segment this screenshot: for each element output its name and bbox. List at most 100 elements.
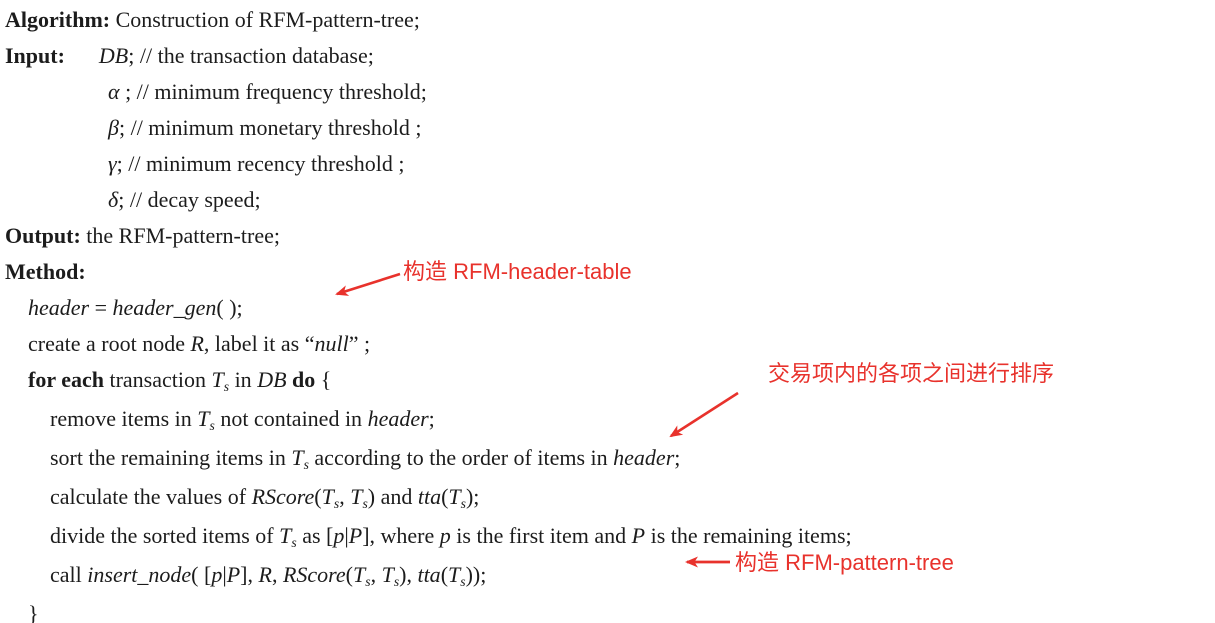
code-segment: ); bbox=[465, 484, 480, 509]
code-segment: P bbox=[631, 523, 646, 548]
code-segment: according to the order of items in bbox=[308, 445, 614, 470]
code-line: } bbox=[5, 596, 852, 623]
code-segment: s bbox=[223, 378, 230, 394]
code-segment: s bbox=[303, 456, 309, 472]
code-line: call insert_node( [p|P], R, RScore(Ts, T… bbox=[5, 557, 852, 596]
code-segment: T bbox=[448, 484, 461, 509]
code-line: calculate the values of RScore(Ts, Ts) a… bbox=[5, 479, 852, 518]
code-line: header = header_gen( ); bbox=[5, 290, 852, 326]
code-segment: tta bbox=[417, 484, 442, 509]
code-line: β; // minimum monetary threshold ; bbox=[5, 110, 852, 146]
code-segment: ( bbox=[441, 484, 449, 509]
code-segment: s bbox=[291, 534, 297, 550]
code-segment: ( [ bbox=[191, 562, 212, 587]
code-line: divide the sorted items of Ts as [p|P], … bbox=[5, 518, 852, 557]
code-segment: { bbox=[315, 367, 332, 392]
code-line: δ; // decay speed; bbox=[5, 182, 852, 218]
code-segment: the RFM-pattern-tree; bbox=[80, 223, 280, 248]
code-segment: not contained in bbox=[214, 406, 368, 431]
annotation-header-table-label: 构造 RFM-header-table bbox=[403, 259, 632, 284]
annotation-arrow-to-sort-line bbox=[669, 391, 739, 438]
code-segment: , label it as “ bbox=[203, 331, 315, 356]
code-segment: Method: bbox=[5, 259, 86, 284]
code-segment: T bbox=[350, 484, 363, 509]
code-segment: divide the sorted items of bbox=[50, 523, 280, 548]
code-segment: s bbox=[365, 573, 371, 589]
code-segment: sort the remaining items in bbox=[50, 445, 292, 470]
algorithm-pseudocode-block: Algorithm: Construction of RFM-pattern-t… bbox=[5, 2, 852, 623]
code-segment: } bbox=[28, 601, 39, 623]
code-segment: s bbox=[333, 495, 340, 511]
code-segment: R bbox=[258, 562, 272, 587]
code-segment: ) and bbox=[367, 484, 418, 509]
code-line: Algorithm: Construction of RFM-pattern-t… bbox=[5, 2, 852, 38]
code-segment: header bbox=[367, 406, 429, 431]
code-line: sort the remaining items in Ts according… bbox=[5, 440, 852, 479]
code-line: Input: DB; // the transaction database; bbox=[5, 38, 852, 74]
code-segment: δ bbox=[108, 187, 119, 212]
annotation-pattern-tree-label: 构造 RFM-pattern-tree bbox=[735, 550, 954, 575]
code-segment: α bbox=[108, 79, 120, 104]
code-segment: DB bbox=[257, 367, 287, 392]
code-segment: ; // minimum frequency threshold; bbox=[119, 79, 427, 104]
code-segment: P bbox=[348, 523, 363, 548]
code-segment: RScore bbox=[251, 484, 315, 509]
code-segment: p bbox=[333, 523, 345, 548]
code-segment: transaction bbox=[103, 367, 212, 392]
code-segment: tta bbox=[417, 562, 441, 587]
code-segment: s bbox=[393, 573, 400, 589]
annotation-sort-items-label: 交易项内的各项之间进行排序 bbox=[768, 361, 1055, 386]
code-segment: ( ); bbox=[216, 295, 243, 320]
code-segment: | bbox=[344, 523, 349, 548]
code-segment: ” ; bbox=[348, 331, 371, 356]
code-line: remove items in Ts not contained in head… bbox=[5, 401, 852, 440]
code-segment: γ bbox=[108, 151, 117, 176]
code-segment: )); bbox=[465, 562, 487, 587]
code-segment: insert_node bbox=[87, 562, 192, 587]
code-segment: for each bbox=[28, 367, 104, 392]
code-segment: s bbox=[460, 573, 466, 589]
code-segment: header bbox=[613, 445, 675, 470]
code-segment: T bbox=[279, 523, 292, 548]
code-segment: DB bbox=[98, 43, 129, 68]
code-segment: ; // minimum recency threshold ; bbox=[116, 151, 405, 176]
code-segment: header bbox=[28, 295, 90, 320]
code-line: γ; // minimum recency threshold ; bbox=[5, 146, 852, 182]
code-line: Method: bbox=[5, 254, 852, 290]
code-segment: ; bbox=[674, 445, 681, 470]
code-segment: , bbox=[339, 484, 351, 509]
code-segment: header_gen bbox=[112, 295, 217, 320]
code-segment: ], bbox=[240, 562, 259, 587]
code-segment: T bbox=[381, 562, 394, 587]
code-segment: calculate the values of bbox=[50, 484, 252, 509]
code-segment: do bbox=[292, 367, 316, 392]
code-segment: RScore bbox=[282, 562, 346, 587]
code-segment: | bbox=[222, 562, 227, 587]
code-segment: remove items in bbox=[50, 406, 198, 431]
code-line: create a root node R, label it as “null”… bbox=[5, 326, 852, 362]
code-line: for each transaction Ts in DB do { bbox=[5, 362, 852, 401]
code-segment: ( bbox=[440, 562, 449, 587]
code-segment: T bbox=[448, 562, 461, 587]
code-segment: ; bbox=[428, 406, 435, 431]
code-segment: P bbox=[226, 562, 241, 587]
code-segment: Input: bbox=[5, 43, 65, 68]
code-segment: = bbox=[89, 295, 113, 320]
code-line: Output: the RFM-pattern-tree; bbox=[5, 218, 852, 254]
code-segment: create a root node bbox=[28, 331, 191, 356]
code-segment: , bbox=[370, 562, 382, 587]
code-segment: ], where bbox=[362, 523, 440, 548]
code-segment: is the remaining items; bbox=[645, 523, 852, 548]
code-segment: β bbox=[108, 115, 119, 140]
code-segment: in bbox=[229, 367, 258, 392]
code-segment: T bbox=[211, 367, 224, 392]
code-segment: ; // decay speed; bbox=[118, 187, 261, 212]
code-segment: ( bbox=[345, 562, 353, 587]
code-segment: R bbox=[190, 331, 204, 356]
code-segment: T bbox=[197, 406, 210, 431]
annotation-arrow-to-header-gen bbox=[335, 272, 401, 296]
code-segment: Algorithm: bbox=[5, 7, 111, 32]
code-segment: ), bbox=[399, 562, 418, 587]
code-segment: ; // the transaction database; bbox=[128, 43, 374, 68]
